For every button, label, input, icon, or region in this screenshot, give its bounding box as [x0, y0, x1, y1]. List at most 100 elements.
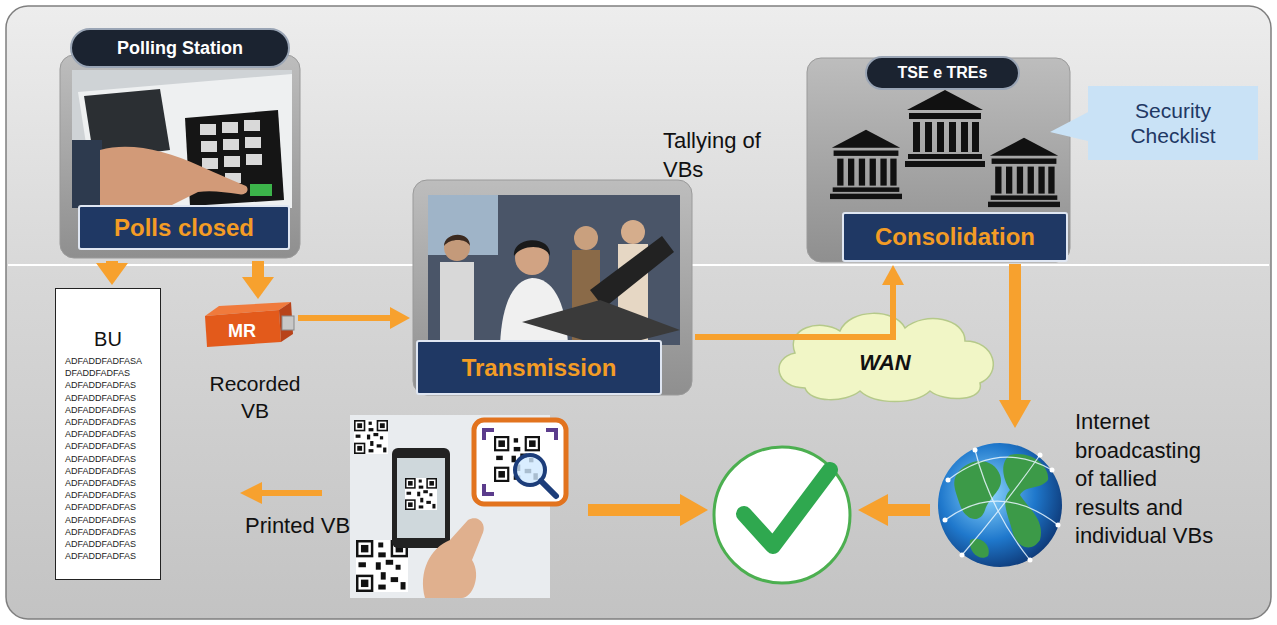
photo-panel: Polling StationPolls closed	[60, 55, 300, 258]
annotation-label: Printed VB	[245, 512, 375, 541]
voting-machine-photo	[72, 70, 292, 208]
globe-icon	[945, 501, 1058, 525]
stage-label: Consolidation	[842, 212, 1068, 262]
globe-icon	[970, 539, 989, 558]
court-buildings-icon	[830, 90, 1060, 207]
background-panel	[6, 6, 1271, 619]
globe-icon	[946, 478, 951, 483]
phone-scanning-photo	[397, 458, 445, 538]
transmission-photo	[590, 236, 674, 308]
phone-scanning-photo	[405, 478, 437, 510]
callout-tail	[1050, 110, 1092, 142]
court-buildings-icon	[830, 130, 902, 199]
voting-machine-photo	[223, 139, 239, 150]
court-buildings-icon	[988, 138, 1060, 207]
callout-text: Security Checklist	[1100, 98, 1246, 148]
globe-icon	[960, 553, 965, 558]
globe-icon	[973, 448, 978, 453]
memory-stick-shape	[279, 302, 293, 342]
document-body: ADFADDFADFASA DFADDFADFAS ADFADDFADFAS A…	[65, 355, 151, 562]
globe-icon	[945, 450, 1058, 560]
panel-heading: Polling Station	[70, 28, 290, 68]
annotation-label: Recorded VB	[200, 370, 310, 425]
phone-scanning-photo	[392, 448, 450, 548]
voting-machine-photo	[72, 70, 292, 208]
voting-machine-photo	[202, 158, 218, 169]
text-slot: TSE e TREs	[865, 56, 1020, 90]
globe-icon	[975, 450, 1030, 560]
memory-stick: MR	[203, 302, 295, 348]
voting-machine-photo	[222, 122, 238, 133]
text-slot: Polls closed	[78, 205, 290, 250]
transmission-photo	[444, 235, 470, 246]
transmission-photo	[500, 278, 568, 345]
label-slot: Tallying of VBs	[663, 127, 793, 184]
voting-machine-photo	[72, 140, 102, 208]
globe-icon	[962, 455, 1040, 555]
cloud-shape	[779, 313, 993, 401]
qr-app-icon	[541, 481, 556, 496]
photo-frame	[413, 180, 692, 395]
globe-icon	[943, 518, 948, 523]
globe-icon	[1003, 454, 1048, 547]
qr-app-icon	[474, 420, 566, 504]
bulletin-document: BU ADFADDFADFASA DFADDFADFAS ADFADDFADFAS…	[55, 288, 161, 580]
flow-connector	[106, 261, 118, 263]
globe-icon	[938, 443, 1062, 567]
text-slot: WAN	[845, 348, 925, 378]
transmission-photo	[621, 220, 645, 244]
flow-connector	[252, 261, 264, 277]
label-slot: Internet broadcasting of tallied results…	[1075, 408, 1220, 551]
transmission-photo	[428, 195, 680, 345]
globe-icon	[1056, 523, 1061, 528]
globe-icon	[1038, 453, 1043, 458]
text-slot: Transmission	[416, 340, 662, 395]
transmission-photo	[514, 240, 550, 256]
photo-frame	[60, 55, 300, 258]
globe-icon	[943, 448, 1061, 563]
text-slot: Polling Station	[70, 28, 290, 68]
flow-arrow	[588, 494, 708, 526]
device-label: MR	[205, 316, 279, 346]
phone-scanning-photo	[354, 420, 388, 454]
voting-machine-photo	[224, 156, 240, 167]
voting-machine-photo	[245, 137, 261, 148]
voting-machine-photo	[244, 120, 260, 131]
flow-arrow	[858, 494, 930, 526]
globe-icon	[938, 443, 1062, 567]
callout-box: Security Checklist	[1088, 86, 1258, 160]
checkmark-icon	[714, 447, 850, 583]
photo-panel: Transmission	[413, 180, 692, 395]
transmission-photo	[574, 226, 598, 250]
stage-label: Transmission	[416, 340, 662, 395]
flow-arrow	[240, 482, 322, 504]
checkmark-icon	[714, 447, 850, 583]
flow-connector	[298, 315, 390, 321]
panel-heading: TSE e TREs	[865, 56, 1020, 90]
text-slot: MR	[205, 316, 279, 346]
text-slot: Consolidation	[842, 212, 1068, 262]
voting-machine-photo	[250, 184, 272, 196]
memory-stick-shape	[282, 316, 294, 330]
checkmark-icon	[744, 470, 830, 546]
voting-machine-photo	[100, 147, 248, 208]
flow-connector	[695, 285, 893, 337]
photo-panel: TSE e TREsConsolidation	[807, 58, 1070, 262]
transmission-photo	[522, 300, 680, 345]
phone-scanning-photo	[423, 518, 484, 598]
voting-machine-photo	[201, 141, 217, 152]
document-title: BU	[56, 327, 160, 351]
voting-machine-photo	[78, 74, 292, 208]
label-slot: Recorded VB	[200, 370, 310, 425]
stage-label: Polls closed	[78, 205, 290, 250]
network-cloud: WAN	[765, 303, 1005, 403]
globe-icon	[1050, 468, 1055, 473]
cloud-label: WAN	[845, 348, 925, 378]
transmission-photo	[444, 235, 470, 261]
globe-icon	[1028, 558, 1033, 563]
transmission-photo	[440, 262, 474, 345]
voting-machine-photo	[200, 124, 216, 135]
label-slot: Printed VB	[245, 512, 375, 541]
memory-stick-shape	[205, 310, 281, 347]
